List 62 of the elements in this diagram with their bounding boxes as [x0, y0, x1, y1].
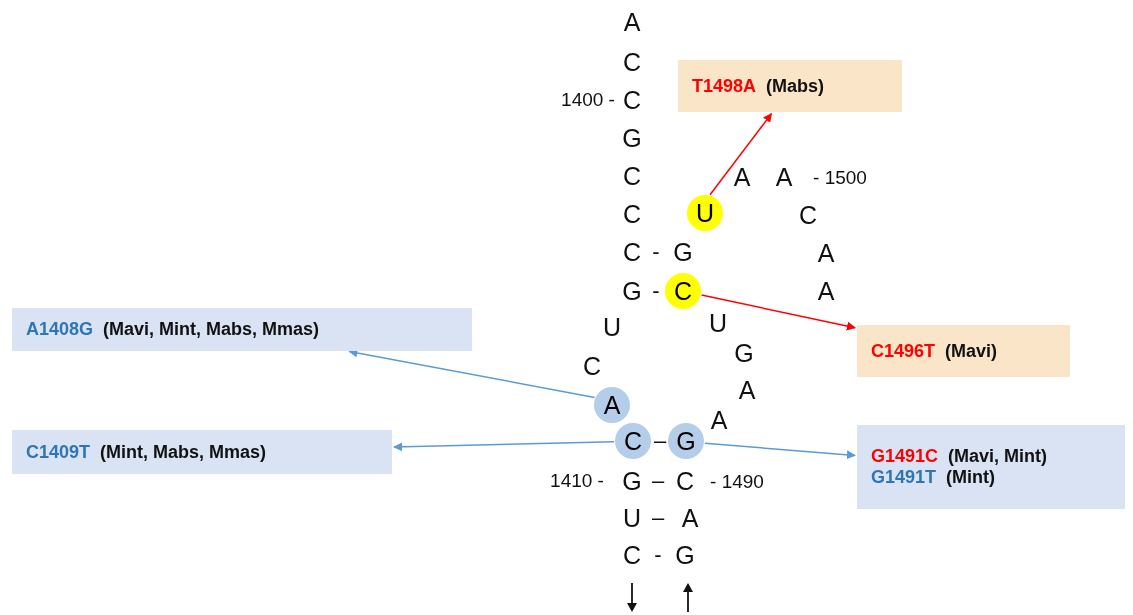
highlighted-nucleotide: C [615, 423, 651, 459]
mutation-callout-box [12, 308, 472, 351]
species-list: (Mint) [946, 467, 996, 488]
nucleotide-letter: U [622, 503, 642, 533]
species-list: (Mavi, Mint, Mabs, Mmas) [103, 319, 320, 340]
highlighted-nucleotide: G [668, 423, 704, 459]
nucleotide-letter: G [622, 466, 642, 496]
nucleotide-letter: U [602, 312, 622, 342]
nucleotide-letter: C [675, 466, 695, 496]
mutation-name: C1409T [26, 441, 91, 463]
nucleotide-letter: G [673, 237, 693, 267]
base-pair-bond: - [654, 542, 662, 568]
mutation-name: A1408G [26, 319, 94, 340]
mutation-callout-box [857, 325, 1070, 377]
nucleotide-letter: C [622, 161, 642, 191]
nucleotide-letter: U [708, 308, 728, 338]
nucleotide-letter: A [738, 375, 756, 405]
species-list: (Mavi) [945, 340, 998, 362]
position-number: 1410 - [550, 470, 604, 492]
base-pair-bond: – [653, 428, 667, 454]
base-pair-bond: - [652, 278, 660, 304]
position-number: 1400 - [561, 89, 615, 111]
highlighted-nucleotide: A [594, 387, 630, 423]
nucleotide-letter: C [798, 200, 818, 230]
position-number: - 1500 [813, 167, 867, 189]
mutation-name: G1491T [871, 467, 937, 488]
mutation-name: T1498A [692, 75, 757, 97]
arrow [704, 442, 856, 460]
species-list: (Mint, Mabs, Mmas) [100, 441, 267, 463]
nucleotide-letter: C [622, 540, 642, 570]
nucleotide-letter: A [817, 238, 835, 268]
nucleotide-letter: A [623, 7, 641, 37]
nucleotide-letter: A [775, 162, 793, 192]
nucleotide-letter: G [734, 338, 754, 368]
nucleotide-letter: G [622, 276, 642, 306]
mutation-callout-box [857, 425, 1125, 509]
species-list: (Mabs) [766, 75, 825, 97]
nucleotide-letter: C [622, 237, 642, 267]
nucleotide-letter: A [681, 503, 699, 533]
base-pair-bond: - [652, 239, 660, 265]
mutation-callout-box [678, 60, 902, 112]
arrow [709, 112, 773, 196]
nucleotide-letter: A [710, 405, 728, 435]
nucleotide-letter: C [622, 85, 642, 115]
highlighted-nucleotide: U [687, 195, 723, 231]
nucleotide-letter: A [817, 276, 835, 306]
mutation-callout-box [12, 430, 392, 474]
nucleotide-letter: C [582, 351, 602, 381]
mutation-name: C1496T [871, 340, 936, 362]
nucleotide-letter: C [622, 47, 642, 77]
position-number: - 1490 [710, 471, 764, 493]
base-pair-bond: – [651, 468, 665, 494]
arrow [700, 294, 856, 331]
species-list: (Mavi, Mint) [948, 446, 1048, 467]
nucleotide-letter: A [733, 162, 751, 192]
nucleotide-letter: G [675, 540, 695, 570]
highlighted-nucleotide: C [665, 273, 701, 309]
base-pair-bond: – [651, 505, 665, 531]
mutation-name: G1491C [871, 446, 939, 467]
arrow [393, 440, 615, 452]
nucleotide-letter: G [622, 123, 642, 153]
nucleotide-letter: C [622, 199, 642, 229]
